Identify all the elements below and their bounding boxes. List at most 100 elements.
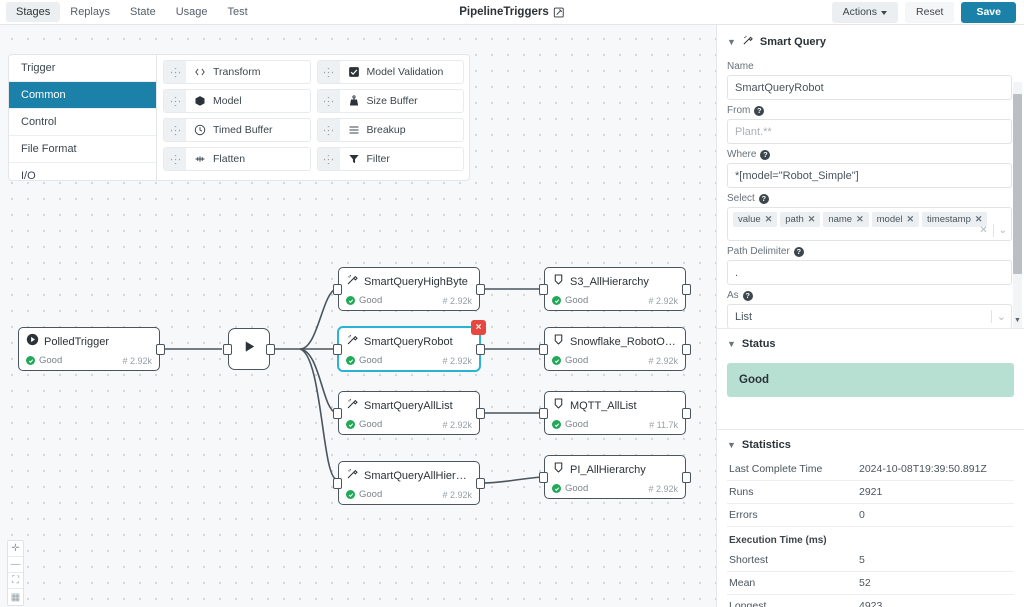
tab-test[interactable]: Test (227, 6, 248, 18)
help-icon[interactable]: ? (758, 193, 769, 204)
help-icon[interactable]: ? (793, 246, 804, 257)
scroll-down-arrow[interactable]: ▼ (1014, 316, 1021, 324)
where-input[interactable] (727, 163, 1012, 188)
chevron-down-icon[interactable]: ⌄ (998, 225, 1007, 236)
help-icon[interactable]: ? (754, 105, 765, 116)
remove-chip-icon[interactable]: ✕ (906, 214, 915, 224)
drag-handle-icon[interactable] (164, 119, 186, 141)
node-input-port[interactable] (333, 407, 342, 419)
palette-item-model-validation[interactable]: Model Validation (316, 60, 464, 84)
drag-handle-icon[interactable] (317, 148, 340, 170)
remove-chip-icon[interactable]: ✕ (807, 214, 816, 224)
name-input[interactable] (727, 75, 1012, 100)
node-input-port[interactable] (333, 283, 342, 295)
drag-handle-icon[interactable] (317, 90, 340, 112)
palette-item-transform[interactable]: Transform (163, 60, 311, 84)
node-output-port[interactable] (476, 407, 485, 419)
node-output-port[interactable] (266, 343, 275, 355)
chevron-down-icon[interactable]: ⌄ (996, 311, 1006, 323)
node-input-port[interactable] (223, 343, 232, 355)
save-button[interactable]: Save (961, 2, 1016, 23)
node-output-port[interactable] (476, 477, 485, 489)
node-input-port[interactable] (539, 471, 548, 483)
palette-category-i-o[interactable]: I/O (21, 170, 36, 182)
path-delimiter-input[interactable] (727, 260, 1012, 285)
reset-button[interactable]: Reset (905, 2, 955, 23)
node-output-port[interactable] (682, 343, 691, 355)
select-chip[interactable]: timestamp✕ (922, 212, 988, 227)
chevron-down-icon[interactable]: ▼ (727, 440, 736, 450)
drag-handle-icon[interactable] (164, 90, 186, 112)
remove-chip-icon[interactable]: ✕ (856, 214, 864, 224)
remove-chip-icon[interactable]: ✕ (764, 214, 773, 224)
node-polled-trigger[interactable]: PolledTrigger Good # 2.92k (18, 327, 165, 371)
help-icon[interactable]: ? (742, 290, 753, 301)
smart-query-section-header[interactable]: ▼ Smart Query (717, 25, 1024, 56)
node-output-port[interactable] (476, 283, 485, 295)
output-tag-icon (552, 461, 565, 479)
statistics-section-header[interactable]: ▼ Statistics (717, 430, 1024, 458)
node-output-port[interactable] (682, 283, 691, 295)
zoom-in-icon[interactable]: ✛ (8, 541, 23, 557)
drag-handle-icon[interactable] (164, 148, 186, 170)
tab-replays[interactable]: Replays (70, 6, 110, 18)
select-chip[interactable]: path✕ (780, 212, 821, 227)
palette-item-breakup[interactable]: Breakup (316, 118, 464, 142)
drag-handle-icon[interactable] (164, 61, 186, 83)
palette-item-filter[interactable]: Filter (316, 147, 464, 171)
from-input[interactable] (727, 119, 1012, 144)
node-header: SmartQueryHighByte (339, 268, 479, 291)
tab-stages[interactable]: Stages (6, 2, 61, 22)
node-output-port[interactable] (682, 471, 691, 483)
help-icon[interactable]: ? (760, 149, 771, 160)
select-multiselect[interactable]: value✕path✕name✕model✕timestamp✕ ✕ ⌄ (727, 207, 1012, 241)
scrollbar-thumb[interactable] (1013, 94, 1022, 274)
palette-item-flatten[interactable]: Flatten (163, 147, 311, 171)
drag-handle-icon[interactable] (317, 119, 340, 141)
chevron-down-icon[interactable]: ▼ (727, 36, 736, 47)
palette-category-trigger[interactable]: Trigger (9, 55, 156, 82)
node-smartqueryallhierar[interactable]: SmartQueryAllHierar...Good# 2.92k (333, 461, 485, 505)
node-input-port[interactable] (539, 407, 548, 419)
pencil-square-icon[interactable] (554, 7, 565, 18)
clear-icon[interactable]: ✕ (979, 225, 988, 236)
status-section-header[interactable]: ▼ Status (717, 329, 1024, 357)
select-chip[interactable]: model✕ (871, 212, 920, 227)
node-input-port[interactable] (333, 477, 342, 489)
zoom-out-icon[interactable]: — (8, 557, 23, 573)
select-chip[interactable]: name✕ (823, 212, 869, 227)
palette-category-control[interactable]: Control (9, 109, 156, 136)
node-output-port[interactable] (476, 343, 485, 355)
delete-node-badge[interactable]: × (471, 320, 486, 335)
tab-usage[interactable]: Usage (175, 6, 208, 18)
node-input-port[interactable] (539, 283, 548, 295)
as-dropdown[interactable]: List ⌄ (727, 304, 1012, 328)
node-output-port[interactable] (682, 407, 691, 419)
drag-handle-icon[interactable] (317, 61, 340, 83)
node-input-port[interactable] (333, 343, 342, 355)
palette-item-size-buffer[interactable]: Size Buffer (316, 89, 464, 113)
palette-category-common[interactable]: Common (9, 82, 156, 109)
palette-item-timed-buffer[interactable]: Timed Buffer (163, 118, 311, 142)
fit-view-icon[interactable]: ⛶ (8, 573, 23, 589)
select-chip[interactable]: value✕ (733, 212, 778, 227)
remove-chip-icon[interactable]: ✕ (974, 214, 983, 224)
grid-toggle-icon[interactable]: ▦ (10, 591, 21, 603)
node-output-port[interactable] (156, 343, 165, 355)
palette-category-file-format[interactable]: File Format (9, 136, 156, 163)
node-router[interactable] (223, 328, 275, 370)
palette-item-model[interactable]: Model (163, 89, 311, 113)
chevron-down-icon[interactable]: ▼ (727, 339, 736, 349)
actions-button[interactable]: Actions (831, 2, 899, 23)
tab-state[interactable]: State (130, 6, 156, 18)
node-input-port[interactable] (539, 343, 548, 355)
canvas-zoom-controls: ✛—⛶ ▦ (7, 540, 24, 606)
